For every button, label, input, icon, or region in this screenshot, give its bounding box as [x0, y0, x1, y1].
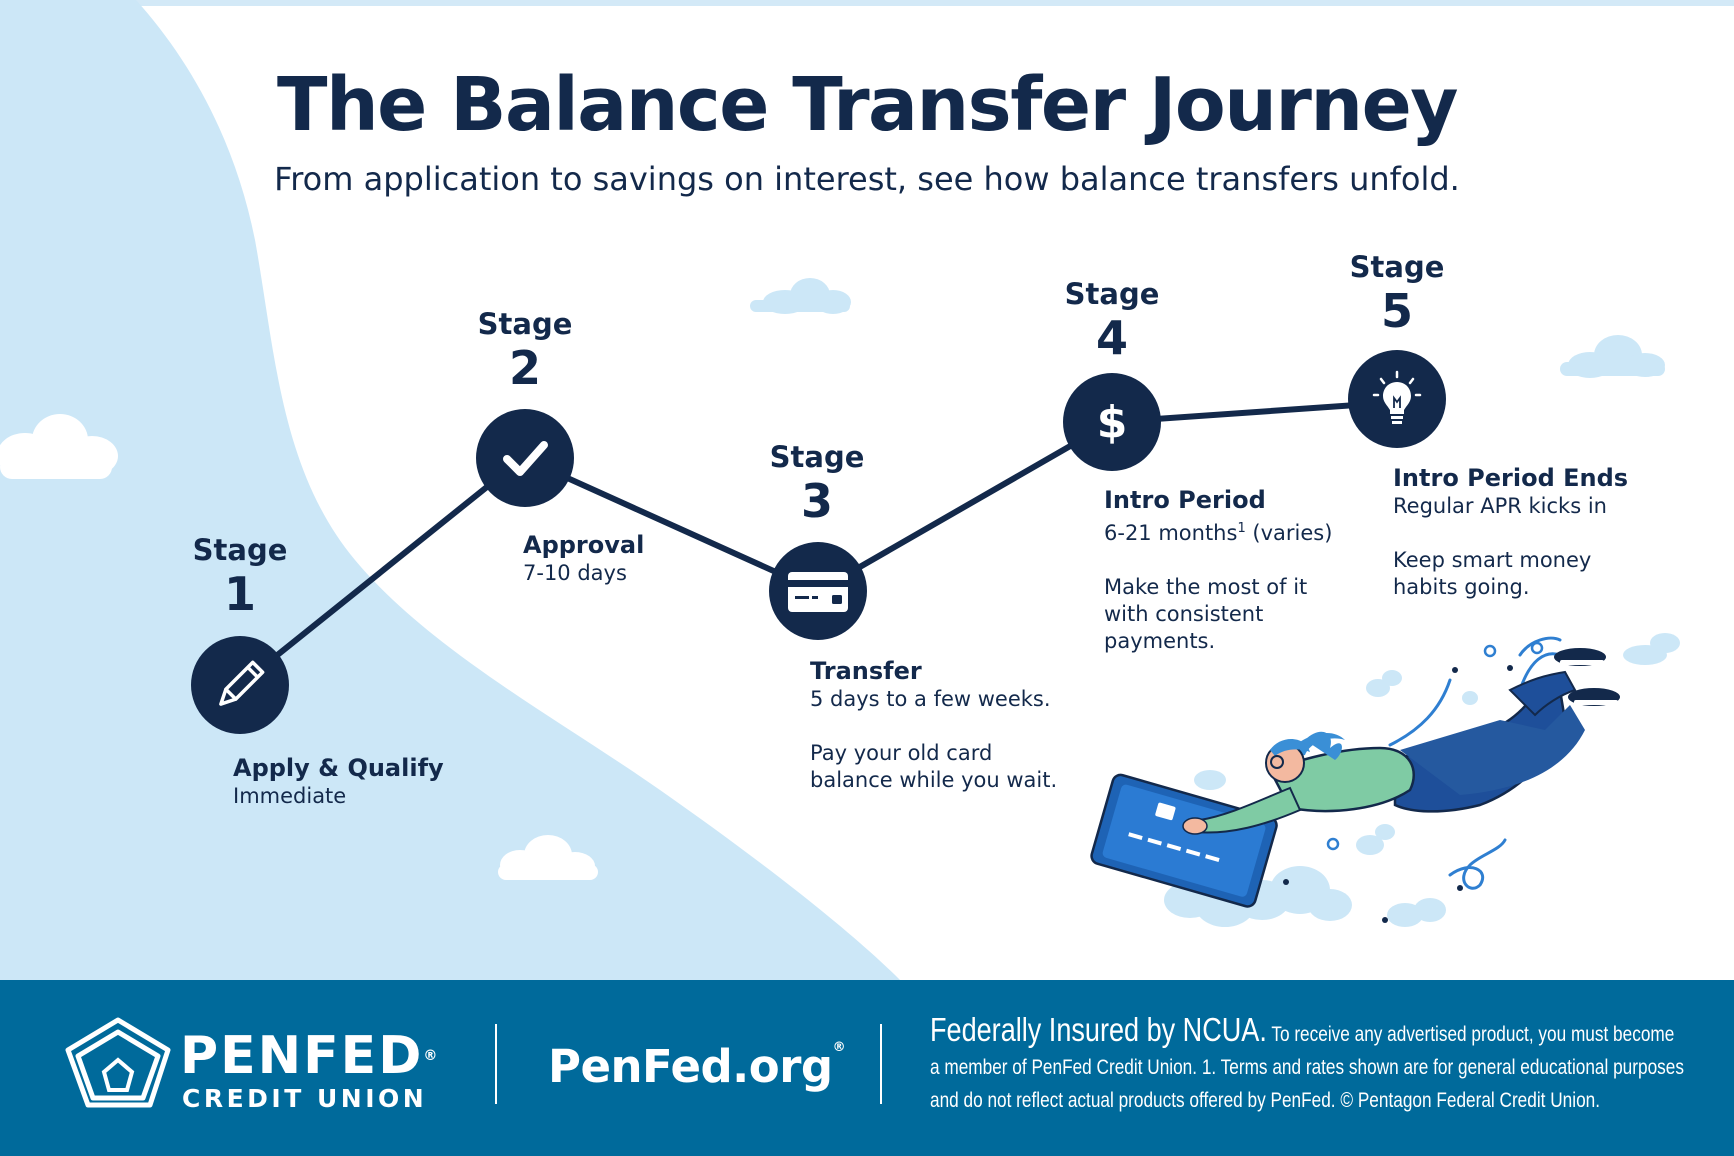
brand-name: PENFED®: [180, 1029, 437, 1083]
stage-2-node: [476, 409, 574, 507]
pencil-icon: [219, 660, 265, 706]
stage-word: Stage: [477, 307, 573, 341]
stage-word: Stage: [769, 440, 865, 474]
stage-label: Apply & Qualify: [233, 754, 444, 782]
page-subtitle: From application to savings on interest,…: [274, 160, 1460, 198]
lightbulb-icon: [1372, 370, 1422, 424]
checkmark-icon: [503, 441, 548, 476]
disclaimer-text: To receive any advertised product, you m…: [1266, 1023, 1675, 1046]
stage-3-heading: Stage 3: [727, 440, 907, 528]
duration-text: 6-21 months: [1104, 521, 1238, 545]
stage-label: Approval: [523, 531, 645, 559]
stage-number: 3: [800, 474, 833, 528]
stage-label: Transfer: [810, 657, 922, 685]
cloud-shape: [750, 278, 851, 314]
cloud-shape: [1560, 335, 1665, 378]
registered-mark: ®: [832, 1040, 846, 1055]
stage-duration: Immediate: [233, 784, 347, 808]
footer-divider: [880, 1024, 882, 1104]
stage-number: 5: [1380, 284, 1413, 338]
brand-name-text: PENFED: [180, 1026, 424, 1086]
website-link[interactable]: PenFed.org®: [548, 1040, 846, 1093]
page-title: The Balance Transfer Journey: [276, 62, 1459, 148]
stage-number: 4: [1095, 311, 1128, 365]
stage-1-details: Apply & Qualify Immediate: [233, 754, 444, 810]
stage-4-heading: Stage 4: [1022, 277, 1202, 365]
cloud-shape: [0, 414, 118, 479]
duration-suffix: (varies): [1245, 521, 1333, 545]
stage-word: Stage: [192, 533, 288, 567]
legal-disclaimer: Federally Insured by NCUA. To receive an…: [930, 1011, 1684, 1117]
stage-4-node: $: [1063, 373, 1161, 471]
footer-divider: [495, 1024, 497, 1104]
stage-note: Keep smart money habits going.: [1393, 548, 1592, 599]
cloud-shape: [498, 835, 598, 880]
stage-3-details: Transfer 5 days to a few weeks. Pay your…: [810, 657, 1057, 794]
top-border: [0, 0, 1734, 6]
stage-note: Pay your old card balance while you wait…: [810, 741, 1058, 792]
website-text: PenFed.org: [548, 1040, 833, 1093]
stage-2-heading: Stage 2: [435, 307, 615, 395]
disclaimer-line: Federally Insured by NCUA. To receive an…: [930, 1011, 1674, 1051]
stage-3-node: [769, 542, 867, 640]
flying-card-shape: [1090, 773, 1278, 908]
stage-2-details: Approval 7-10 days: [523, 531, 644, 587]
stage-5-node: [1348, 350, 1446, 448]
registered-mark: ®: [423, 1048, 438, 1064]
svg-text:$: $: [1097, 397, 1128, 448]
stage-word: Stage: [1349, 250, 1445, 284]
stage-duration: Regular APR kicks in: [1393, 494, 1607, 518]
footnote-marker: 1: [1237, 521, 1246, 536]
stage-word: Stage: [1064, 277, 1160, 311]
stage-label: Intro Period Ends: [1393, 464, 1629, 492]
disclaimer-line: a member of PenFed Credit Union. 1. Term…: [930, 1056, 1684, 1079]
stage-5-details: Intro Period Ends Regular APR kicks in K…: [1393, 464, 1628, 601]
stage-label: Intro Period: [1104, 486, 1266, 514]
stage-1-node: [191, 636, 289, 734]
stage-duration: 7-10 days: [523, 561, 627, 585]
stage-duration: 6-21 months1 (varies): [1104, 515, 1332, 547]
stage-note: Make the most of it with consistent paym…: [1104, 575, 1308, 653]
stage-duration: 5 days to a few weeks.: [810, 687, 1051, 711]
stage-4-details: Intro Period 6-21 months1 (varies) Make …: [1104, 486, 1332, 655]
ncua-statement: Federally Insured by NCUA.: [930, 1011, 1267, 1048]
sky-wave-shape: [0, 0, 900, 980]
stage-number: 1: [223, 567, 256, 621]
stage-1-heading: Stage 1: [150, 533, 330, 621]
credit-card-icon: [788, 572, 848, 612]
footer-band: [0, 980, 1734, 1156]
stage-number: 2: [508, 341, 541, 395]
stage-5-heading: Stage 5: [1307, 250, 1487, 338]
brand-subtitle: CREDIT UNION: [182, 1084, 428, 1113]
disclaimer-line: and do not reflect actual products offer…: [930, 1089, 1601, 1112]
dollar-icon: $: [1097, 397, 1128, 448]
